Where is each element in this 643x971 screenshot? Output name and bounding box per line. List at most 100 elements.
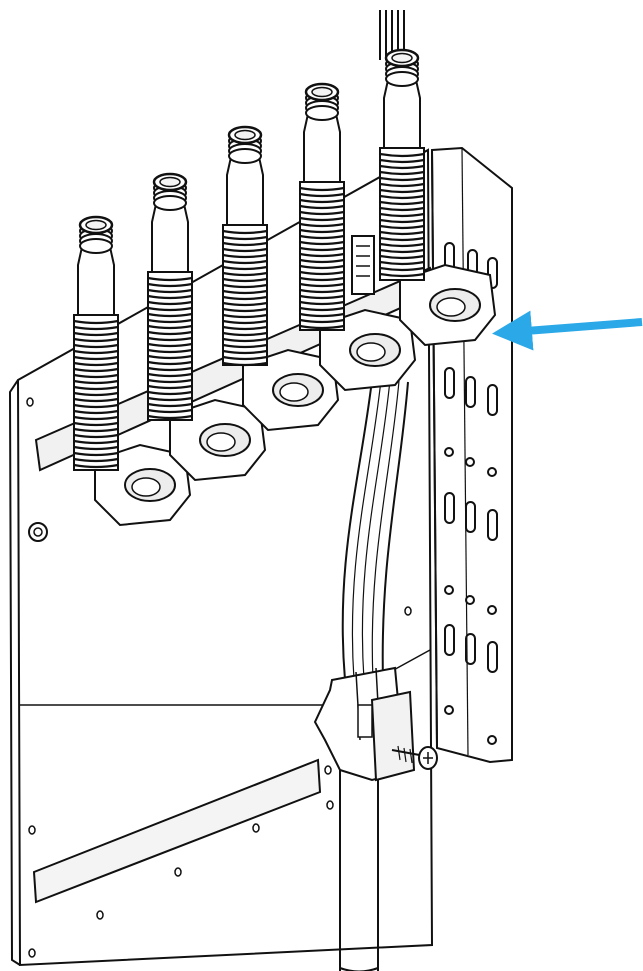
hose-rib [379,194,425,200]
holder-socket-inner [279,382,309,402]
hose-rib [222,319,268,325]
hose-rib [147,324,193,330]
hose-rib [379,170,425,176]
hose-rib [147,408,193,414]
holder-socket-inner [131,477,161,497]
hose-rib [299,276,345,282]
hose-rib [379,260,425,266]
hose-rib [299,210,345,216]
hose-rib [379,212,425,218]
hose-rib [299,324,345,330]
hose-rib [222,229,268,235]
hose-rib [299,318,345,324]
hose-rib [73,385,119,391]
clamp-screw [391,745,438,770]
hose-rib [379,164,425,170]
hose-rib [147,414,193,420]
hose-rib [299,198,345,204]
hose-rib [147,342,193,348]
hose-rib [147,330,193,336]
holder-socket-inner [436,297,466,317]
hose-rib [147,288,193,294]
hose-rib [379,272,425,278]
hose-rib [299,204,345,210]
hose-rib [147,354,193,360]
hose-rib [73,433,119,439]
hose-opening-inner [159,176,181,188]
hose-rib [379,152,425,158]
hose-rib [222,259,268,265]
hose-rib [222,289,268,295]
hose-rib [73,439,119,445]
hose-opening-inner [311,86,333,98]
rail-screw [351,235,375,295]
hose-rib [299,312,345,318]
holder-socket-inner [356,342,386,362]
hose-rib [222,301,268,307]
hose-assembly [379,48,497,347]
hose-rib [147,384,193,390]
hose-rib [222,235,268,241]
hose-rib [147,300,193,306]
hose-rib [379,176,425,182]
hose-rib [73,325,119,331]
hose-rib [299,252,345,258]
hose-neck [226,156,264,225]
hose-rib [299,306,345,312]
hose-rib [73,445,119,451]
hose-collar-ring [305,105,339,121]
hose-opening-inner [391,52,413,64]
hose-rib [222,349,268,355]
hose-opening-inner [234,129,256,141]
hose-opening-inner [85,219,107,231]
hose-rib [147,360,193,366]
hose-rib [299,192,345,198]
hose-rib [299,294,345,300]
hose-rib [222,313,268,319]
hose-rib [379,254,425,260]
hose-rib [222,241,268,247]
hose-rib [379,248,425,254]
side-bracket [430,146,513,764]
hose-rib [379,182,425,188]
hose-rib [222,343,268,349]
hose-rib [299,300,345,306]
hose-collar-ring [228,148,262,164]
hose-rib [147,390,193,396]
hose-collar-ring [79,238,113,254]
hose-rib [222,247,268,253]
hose-rib [299,186,345,192]
hose-rib [147,318,193,324]
hose-rib [147,294,193,300]
hose-assembly [147,172,267,482]
hose-rib [222,277,268,283]
hose-rib [299,246,345,252]
hose-rib [299,258,345,264]
cable-bundle [341,10,409,681]
hose-rib [222,271,268,277]
hose-rib [73,355,119,361]
hose-rib [299,234,345,240]
hose-rib [299,228,345,234]
hose-rib [379,224,425,230]
hose-assembly [222,125,340,432]
hose-rib [147,366,193,372]
hose-rib [147,282,193,288]
hose-rib [299,288,345,294]
hoses-group [73,48,497,527]
hose-rib [73,409,119,415]
hose-rib [379,200,425,206]
hose-rib [73,403,119,409]
hose-rib [147,348,193,354]
hose-rib [73,331,119,337]
hose-neck [77,246,115,315]
hose-rib [222,361,268,367]
hose-rib [379,266,425,272]
hose-rib [73,379,119,385]
hose-rib [73,427,119,433]
hose-rib [379,236,425,242]
hose-rib [147,276,193,282]
hose-rib [222,325,268,331]
